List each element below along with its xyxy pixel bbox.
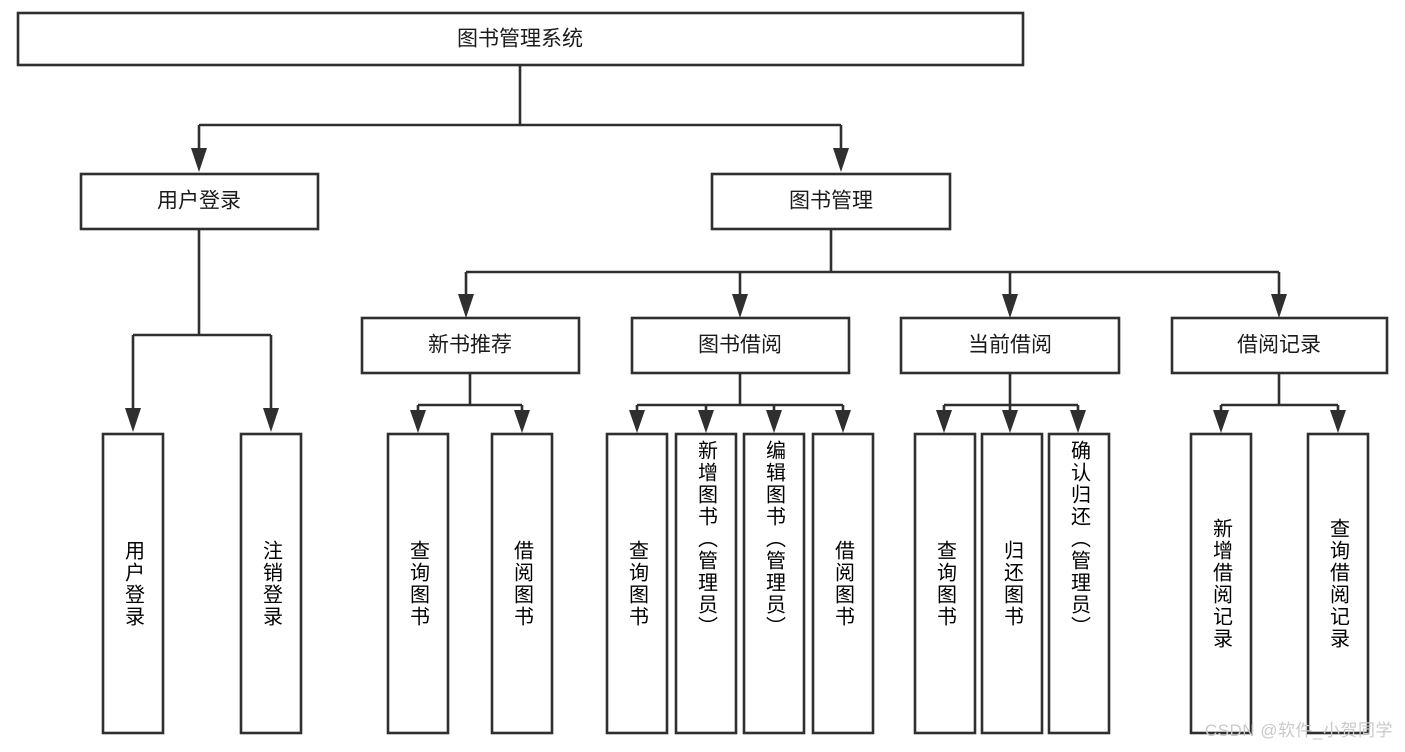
node-borrow-record-label: 借阅记录: [1237, 334, 1321, 357]
leaf-label: 用户登录: [121, 539, 144, 628]
leaf-node-book-borrow-add[interactable]: 新增图书（管理员）: [674, 432, 738, 735]
leaf-label: 编辑图书（管理员）: [762, 440, 785, 638]
leaf-node-current-borrow-return[interactable]: 归还图书: [980, 432, 1044, 735]
node-root[interactable]: 图书管理系统: [16, 11, 1025, 67]
node-book-management-label: 图书管理: [789, 190, 873, 213]
leaf-label: 确认归还（管理员）: [1067, 440, 1090, 638]
leaf-node-new-book-query[interactable]: 查询图书: [386, 432, 450, 735]
node-current-borrow-label: 当前借阅: [968, 334, 1052, 357]
node-new-book-recommend-label: 新书推荐: [428, 334, 512, 357]
connector-user-login-to-leaves: [125, 229, 279, 432]
node-book-borrow-label: 图书借阅: [698, 334, 782, 357]
leaf-node-book-borrow-query[interactable]: 查询图书: [605, 432, 669, 735]
connector-current-borrow-to-leaves: [936, 373, 1086, 433]
node-book-borrow[interactable]: 图书借阅: [630, 316, 851, 375]
node-user-login-label: 用户登录: [157, 190, 241, 213]
leaf-node-book-borrow-edit[interactable]: 编辑图书（管理员）: [742, 432, 806, 735]
node-current-borrow[interactable]: 当前借阅: [899, 316, 1121, 375]
node-user-login[interactable]: 用户登录: [79, 172, 320, 231]
connector-root-to-level2: [191, 65, 849, 172]
leaf-label: 查询借阅记录: [1326, 517, 1349, 650]
connector-new-book-recommend-to-leaves: [410, 373, 530, 433]
node-new-book-recommend[interactable]: 新书推荐: [360, 316, 581, 375]
leaf-label: 查询图书: [625, 539, 648, 628]
leaf-node-borrow-record-query[interactable]: 查询借阅记录: [1306, 432, 1370, 735]
leaf-label: 借阅图书: [510, 539, 533, 628]
leaf-label: 查询图书: [406, 539, 429, 628]
node-root-label: 图书管理系统: [457, 28, 583, 51]
leaf-label: 新增借阅记录: [1209, 517, 1232, 650]
leaf-node-current-borrow-query[interactable]: 查询图书: [913, 432, 977, 735]
leaf-node-new-book-borrow[interactable]: 借阅图书: [490, 432, 554, 735]
node-book-management[interactable]: 图书管理: [710, 172, 952, 231]
connector-book-borrow-to-leaves: [629, 373, 851, 433]
leaf-node-borrow-record-add[interactable]: 新增借阅记录: [1189, 432, 1253, 735]
leaf-node-book-borrow-borrow[interactable]: 借阅图书: [811, 432, 875, 735]
leaf-node-user-login-login[interactable]: 用户登录: [101, 432, 165, 735]
leaf-label: 查询图书: [933, 539, 956, 628]
node-borrow-record[interactable]: 借阅记录: [1170, 316, 1389, 375]
leaf-label: 借阅图书: [831, 539, 854, 628]
leaf-label: 新增图书（管理员）: [694, 440, 717, 638]
leaf-node-user-login-logout[interactable]: 注销登录: [239, 432, 303, 735]
leaf-label: 归还图书: [1000, 539, 1023, 628]
leaf-label: 注销登录: [259, 539, 282, 628]
leaf-node-current-borrow-confirm[interactable]: 确认归还（管理员）: [1047, 432, 1111, 735]
connector-borrow-record-to-leaves: [1213, 373, 1346, 433]
connector-book-management-to-level3: [458, 229, 1287, 318]
